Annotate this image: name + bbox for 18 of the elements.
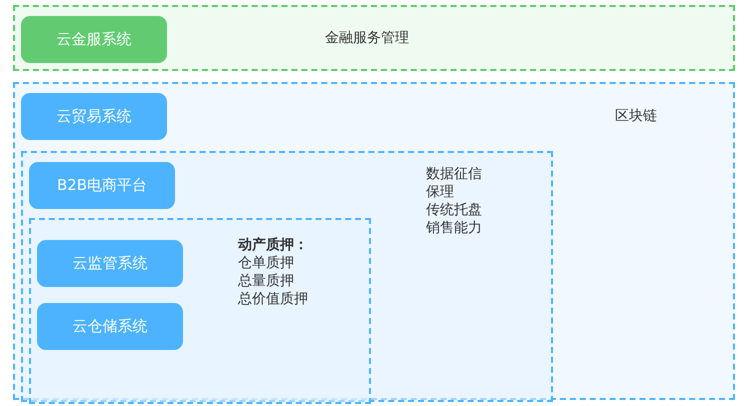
region-label: 金融服务管理 — [325, 29, 409, 47]
system-button: B2B电商平台 — [29, 162, 175, 209]
dashed-region — [21, 151, 553, 402]
region-label: 区块链 — [615, 107, 657, 125]
list-item: 总价值质押 — [238, 290, 308, 308]
system-button: 云仓储系统 — [37, 303, 183, 350]
list-item: 仓单质押 — [238, 254, 294, 272]
dashed-region — [29, 218, 371, 404]
system-button: 云金服系统 — [21, 16, 167, 63]
system-button: 云监管系统 — [37, 240, 183, 287]
system-button: 云贸易系统 — [21, 93, 167, 140]
list-item: 保理 — [426, 183, 454, 201]
list-item: 传统托盘 — [426, 201, 482, 219]
list-item: 总量质押 — [238, 272, 294, 290]
list-heading: 动产质押： — [238, 236, 308, 254]
list-item: 数据征信 — [426, 165, 482, 183]
dashed-region — [13, 5, 735, 71]
list-item: 销售能力 — [426, 219, 482, 237]
